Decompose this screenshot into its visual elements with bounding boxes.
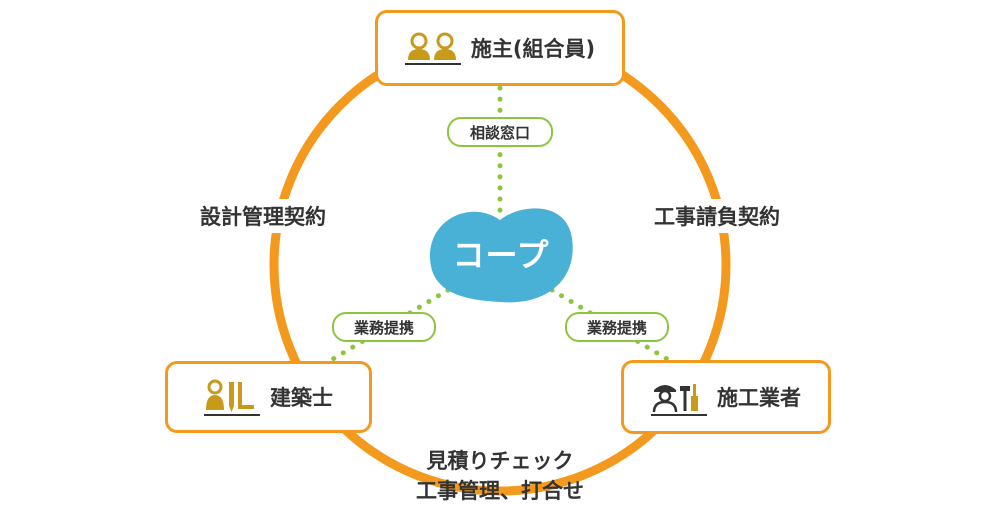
estimate-check-text: 見積りチェック (426, 449, 574, 473)
contractor-label: 施工業者 (717, 386, 801, 410)
owner-label: 施主(組合員) (470, 37, 596, 61)
construction-contract-label: 工事請負契約 (650, 199, 784, 233)
architect-tools-icon (204, 378, 260, 416)
architect-label: 建築士 (270, 386, 333, 410)
connector-partner-right (549, 287, 675, 365)
architect-node: 建築士 (165, 361, 372, 433)
construction-management-text: 工事管理、打合せ (416, 479, 584, 503)
partner-right-label: 業務提携 (565, 312, 669, 342)
coop-center-shape (430, 208, 573, 303)
contractor-node: 施工業者 (621, 360, 831, 434)
coop-center-label: コープ (452, 236, 550, 274)
consult-label: 相談窓口 (447, 117, 553, 147)
builder-tools-icon (651, 378, 707, 416)
connector-partner-left (325, 287, 451, 365)
estimate-management-label: 見積りチェック 工事管理、打合せ (400, 446, 600, 506)
design-contract-label: 設計管理契約 (196, 199, 330, 233)
partner-left-label: 業務提携 (332, 312, 436, 342)
people-icon (404, 31, 461, 65)
owner-node: 施主(組合員) (375, 10, 625, 86)
